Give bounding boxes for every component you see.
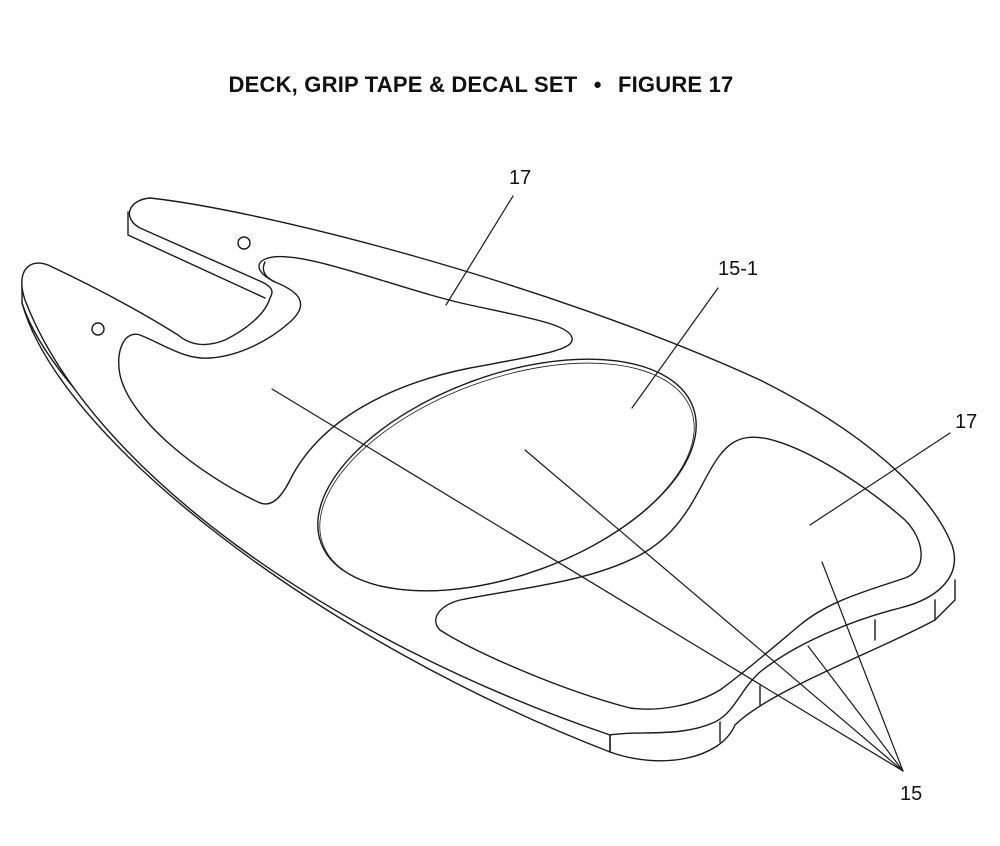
callout-grip-tape-top: 17 (509, 167, 532, 189)
figure-title-separator: • (593, 72, 602, 97)
leader-line-decal-set (807, 645, 904, 772)
leader-line-decal-set (271, 388, 904, 772)
callout-center-decal: 15-1 (718, 258, 759, 280)
leader-line-decal-set (821, 561, 904, 772)
figure-title: DECK, GRIP TAPE & DECAL SET • FIGURE 17 (0, 72, 962, 98)
deck-side-edge-left (21, 302, 611, 753)
deck-tail-notch-edge (127, 211, 266, 299)
grip-tape-top (118, 255, 573, 505)
leader-line-grip-top (445, 195, 514, 306)
leader-line-decal-center (631, 287, 719, 409)
figure-title-main: DECK, GRIP TAPE & DECAL SET (228, 72, 578, 97)
deck-outline (21, 197, 956, 736)
grip-tape-top-shadow (262, 261, 276, 283)
center-decal-inner-edge (319, 362, 695, 592)
leader-line-grip-right (809, 432, 951, 526)
figure-title-number: FIGURE 17 (617, 72, 734, 97)
mounting-hole (91, 322, 105, 336)
mounting-hole (237, 236, 251, 250)
callout-grip-tape-right: 17 (955, 411, 978, 433)
grip-tape-right (435, 436, 922, 710)
leader-line-decal-set (524, 449, 904, 772)
callout-decal-set: 15 (900, 783, 923, 805)
